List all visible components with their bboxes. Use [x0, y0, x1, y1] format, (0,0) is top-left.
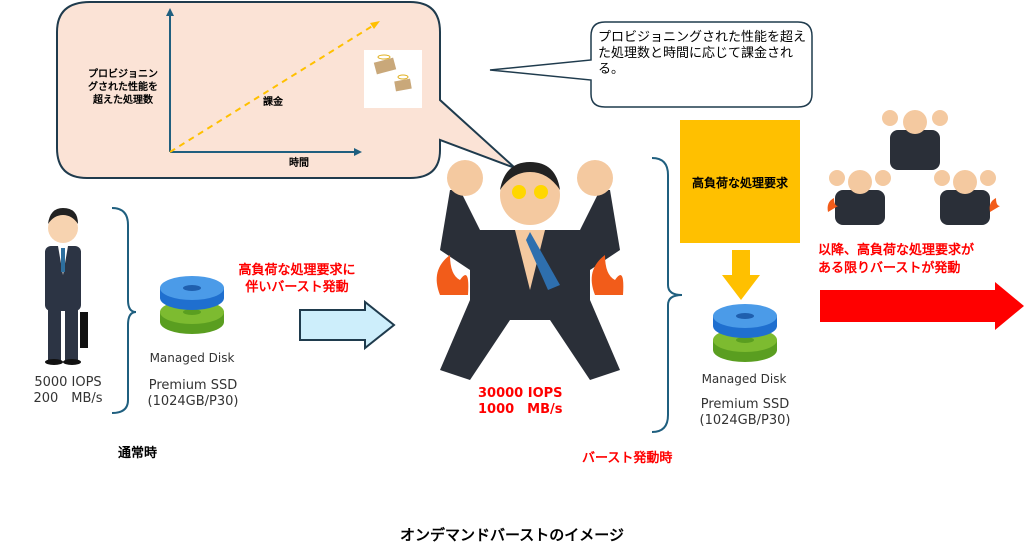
flying-money-icon [364, 50, 422, 108]
managed-disk-icon-left [160, 276, 224, 334]
disk-type: Premium SSD [700, 397, 790, 412]
chart-speech-bubble [56, 0, 516, 179]
burst-performance: 30000 IOPS 1000 MB/s [478, 386, 588, 418]
request-box-label: 高負荷な処理要求 [691, 176, 788, 190]
normal-mbps: 200 MB/s [33, 391, 103, 406]
y-axis-label-line: プロビジョニン [88, 69, 158, 80]
burst-mbps: 1000 MB/s [478, 402, 563, 417]
disk-size: (1024GB/P30) [699, 413, 791, 428]
trigger-line: 高負荷な処理要求に [238, 263, 356, 278]
after-line: 以降、高負荷な処理要求が [818, 243, 975, 258]
transition-arrow [299, 299, 396, 351]
disk-label-left: Managed Disk [149, 351, 235, 365]
burst-caption: バースト発動時 [582, 451, 673, 466]
three-muscle-men-illustration [827, 110, 1000, 225]
normal-caption: 通常時 [118, 446, 158, 461]
continue-arrow [820, 282, 1024, 330]
down-arrow [722, 250, 760, 300]
y-axis-label: プロビジョニン グされた性能を 超えた処理数 [78, 68, 168, 107]
managed-disk-icon-right [713, 304, 777, 362]
normal-iops: 5000 IOPS [34, 375, 102, 390]
disk-label-right: Managed Disk [701, 372, 787, 386]
burst-muscle-man-illustration [436, 160, 624, 380]
after-line: ある限りバーストが発動 [818, 261, 961, 276]
y-axis-label-line: グされた性能を [88, 82, 158, 93]
billing-line [169, 24, 375, 153]
normal-performance: 5000 IOPS 200 MB/s [28, 375, 108, 407]
businessman-illustration [45, 208, 88, 365]
burst-iops: 30000 IOPS [478, 386, 563, 401]
right-brace [651, 157, 683, 433]
disk-spec-left: Premium SSD (1024GB/P30) [138, 378, 248, 410]
disk-spec-right: Premium SSD (1024GB/P30) [690, 397, 800, 429]
request-box [680, 120, 800, 243]
diagram-title: オンデマンドバーストのイメージ [400, 526, 624, 544]
trigger-line: 伴いバースト発動 [245, 280, 349, 295]
disk-size: (1024GB/P30) [147, 394, 239, 409]
disk-type: Premium SSD [148, 378, 238, 393]
callout-bubble [489, 21, 813, 108]
billing-label: 課金 [263, 97, 283, 108]
x-axis-label: 時間 [289, 158, 309, 169]
y-axis-label-line: 超えた処理数 [93, 95, 153, 106]
left-brace [111, 207, 137, 414]
trigger-text: 高負荷な処理要求に 伴いバースト発動 [222, 262, 372, 296]
after-text: 以降、高負荷な処理要求が ある限りバーストが発動 [818, 242, 974, 278]
callout-text: プロビジョニングされた性能を超えた処理数と時間に応じて課金される。 [598, 30, 807, 77]
